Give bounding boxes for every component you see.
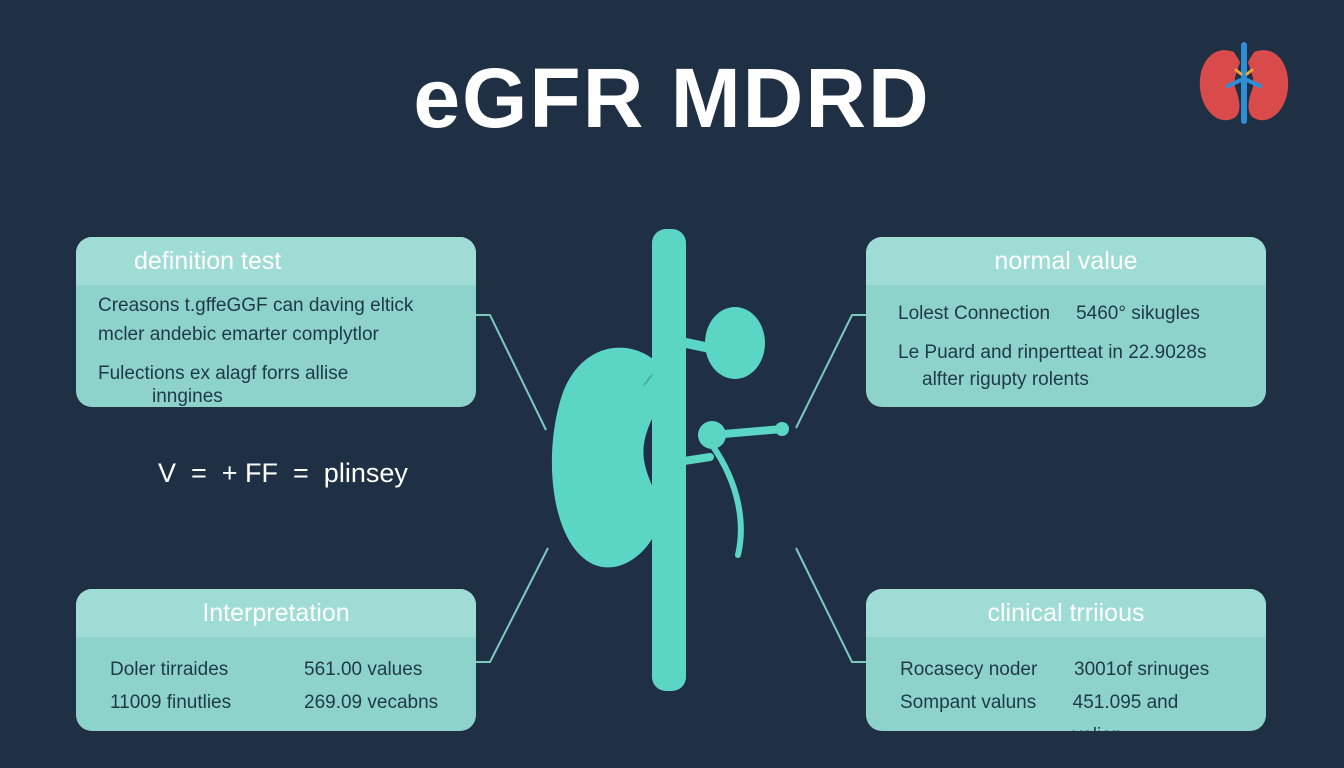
page-title: eGFR MDRD bbox=[413, 51, 931, 145]
interpretation-label: 11009 finutlies bbox=[110, 692, 232, 713]
kidney-illustration bbox=[551, 229, 789, 691]
clinical-row: Rocasecy noder 3001of srinuges bbox=[900, 653, 1232, 686]
interpretation-label: Doler tirraides bbox=[110, 659, 229, 680]
clinical-label: Sompant valuns bbox=[900, 692, 1037, 713]
clinical-row: Sompant valuns 451.095 and valion bbox=[900, 686, 1232, 731]
formula-text: V = + FF = plinsey bbox=[158, 458, 408, 488]
normal-value-card: normal value Lolest Connection 5460° sik… bbox=[866, 237, 1266, 407]
normal-value-heading: normal value bbox=[866, 237, 1266, 285]
interpretation-row: Doler tirraides 561.00 values bbox=[110, 653, 442, 686]
definition-line-2: mcler andebic emarter complytlor bbox=[98, 324, 379, 345]
clinical-value: 451.095 and valion bbox=[1072, 692, 1179, 731]
definition-test-card: definition test Creasons t.gffeGGF can d… bbox=[76, 237, 476, 407]
normal-value-1: 5460° sikugles bbox=[1076, 303, 1200, 324]
clinical-value: 3001of srinuges bbox=[1074, 659, 1210, 680]
definition-line-3: Fulections ex alagf forrs allise bbox=[98, 363, 349, 384]
interpretation-heading: Interpretation bbox=[76, 589, 476, 637]
kidney-logo-icon bbox=[1199, 42, 1289, 124]
normal-label-1: Lolest Connection bbox=[898, 303, 1051, 324]
definition-line-1: Creasons t.gffeGGF can daving eltick bbox=[98, 295, 414, 316]
interpretation-row: 11009 finutlies 269.09 vecabns bbox=[110, 686, 442, 719]
interpretation-value: 561.00 values bbox=[304, 659, 423, 680]
interpretation-card: Interpretation Doler tirraides 561.00 va… bbox=[76, 589, 476, 731]
definition-test-heading: definition test bbox=[76, 237, 476, 285]
interpretation-value: 269.09 vecabns bbox=[304, 692, 439, 713]
clinical-heading: clinical trriious bbox=[866, 589, 1266, 637]
normal-line-2: Le Puard and rinpertteat in 22.9028s bbox=[898, 342, 1207, 363]
definition-line-4: inngines bbox=[152, 386, 223, 407]
clinical-card: clinical trriious Rocasecy noder 3001of … bbox=[866, 589, 1266, 731]
normal-line-3: alfter rigupty rolents bbox=[922, 369, 1089, 390]
clinical-label: Rocasecy noder bbox=[900, 659, 1038, 680]
